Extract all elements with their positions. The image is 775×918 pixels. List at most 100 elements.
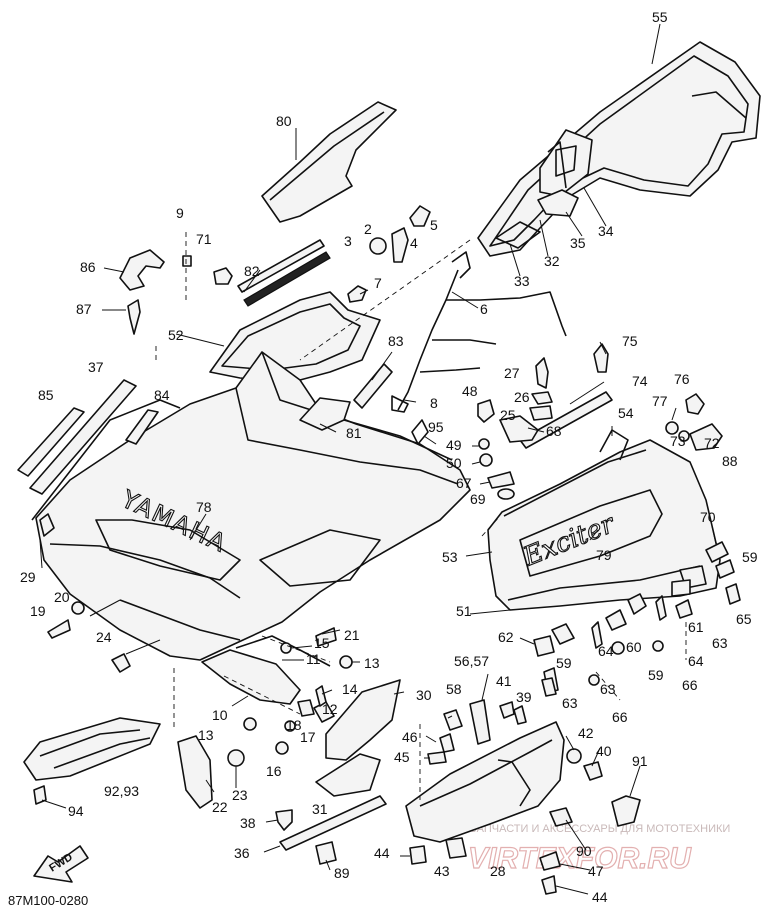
callout-59c: 59: [648, 667, 664, 683]
callout-39: 39: [516, 689, 532, 705]
callout-8: 8: [430, 395, 438, 411]
callout-73: 73: [670, 433, 686, 449]
callout-88: 88: [722, 453, 738, 469]
forward-direction-arrow: FWD: [33, 845, 89, 883]
callout-74: 74: [632, 373, 648, 389]
assembly-guide-lines: [155, 232, 687, 800]
callout-89: 89: [334, 865, 350, 881]
callout-67: 67: [456, 475, 472, 491]
callout-4: 4: [410, 235, 418, 251]
callout-3: 3: [344, 233, 352, 249]
callout-48: 48: [462, 383, 478, 399]
callout-54: 54: [618, 405, 634, 421]
callout-22: 22: [212, 799, 228, 815]
callout-58: 58: [446, 681, 462, 697]
callout-13a: 13: [364, 655, 380, 671]
drawing-code: 87M100-0280: [8, 893, 88, 908]
right-fastener-cluster: [533, 541, 741, 693]
callout-64b: 64: [688, 653, 704, 669]
callout-82: 82: [244, 263, 260, 279]
bracket-83: [353, 363, 393, 409]
callout-68: 68: [546, 423, 562, 439]
callout-85: 85: [38, 387, 54, 403]
callout-32: 32: [544, 253, 560, 269]
callout-2: 2: [364, 221, 372, 237]
callout-55: 55: [652, 9, 668, 25]
callout-80: 80: [276, 113, 292, 129]
callout-45: 45: [394, 749, 410, 765]
callout-91: 91: [632, 753, 648, 769]
callout-38: 38: [240, 815, 256, 831]
callout-16: 16: [266, 763, 282, 779]
watermark-logo: VIRTEXFOR.RU: [468, 842, 692, 875]
callout-72: 72: [704, 435, 720, 451]
callout-42: 42: [578, 725, 594, 741]
callout-94: 94: [68, 803, 84, 819]
callout-53: 53: [442, 549, 458, 565]
callout-92_93: 92,93: [104, 783, 139, 799]
callout-49: 49: [446, 437, 462, 453]
belt-guard-panel: [315, 679, 401, 797]
windshield-brackets: [537, 129, 593, 217]
callout-75: 75: [622, 333, 638, 349]
callout-46: 46: [402, 729, 418, 745]
leader-lines: [39, 23, 717, 895]
callout-28: 28: [490, 863, 506, 879]
callout-44b: 44: [592, 889, 608, 905]
callout-24: 24: [96, 629, 112, 645]
callout-36: 36: [234, 845, 250, 861]
callout-70: 70: [700, 509, 716, 525]
callout-12: 12: [322, 701, 338, 717]
hood-trim-strips: [17, 379, 181, 521]
callout-56_57: 56,57: [454, 653, 489, 669]
callout-50: 50: [446, 455, 462, 471]
callout-43: 43: [434, 863, 450, 879]
tray-part: [23, 717, 161, 805]
callout-7: 7: [374, 275, 382, 291]
callout-40: 40: [596, 743, 612, 759]
top-pad-part: [261, 101, 397, 223]
callout-59b: 59: [556, 655, 572, 671]
callout-35: 35: [570, 235, 586, 251]
callout-60: 60: [626, 639, 642, 655]
callout-64a: 64: [598, 643, 614, 659]
callout-37: 37: [88, 359, 104, 375]
callout-27: 27: [504, 365, 520, 381]
callout-69: 69: [470, 491, 486, 507]
callout-66b: 66: [612, 709, 628, 725]
callout-5: 5: [430, 217, 438, 233]
callout-90: 90: [576, 843, 592, 859]
callout-77: 77: [652, 393, 668, 409]
callout-10: 10: [212, 707, 228, 723]
callout-11: 11: [306, 651, 321, 667]
callout-62: 62: [498, 629, 514, 645]
callout-63a: 63: [712, 635, 728, 651]
watermark-caption: ЗАПЧАСТИ И АКСЕССУАРЫ ДЛЯ МОТОТЕХНИКИ: [470, 823, 730, 835]
upper-small-parts: [119, 205, 431, 335]
callout-21: 21: [344, 627, 360, 643]
cable-assembly: [391, 251, 567, 413]
callout-6: 6: [480, 301, 488, 317]
callout-84: 84: [154, 387, 170, 403]
callout-15: 15: [314, 635, 330, 651]
callout-79: 79: [596, 547, 612, 563]
callout-41: 41: [496, 673, 512, 689]
hood-part: YAMAHA: [35, 351, 471, 661]
callout-78: 78: [196, 499, 212, 515]
callout-59a: 59: [742, 549, 758, 565]
callout-23: 23: [232, 787, 248, 803]
callout-26: 26: [514, 389, 530, 405]
callout-61: 61: [688, 619, 704, 635]
hood-rear-panel: [209, 291, 381, 381]
callout-76: 76: [674, 371, 690, 387]
callout-9: 9: [176, 205, 184, 221]
watermark: VIRTEXFOR.RU ЗАПЧАСТИ И АКСЕССУАРЫ ДЛЯ М…: [467, 823, 730, 876]
callout-17: 17: [300, 729, 316, 745]
callout-83: 83: [388, 333, 404, 349]
callout-51: 51: [456, 603, 472, 619]
callout-13b: 13: [198, 727, 214, 743]
callout-65: 65: [736, 611, 752, 627]
callout-86: 86: [80, 259, 96, 275]
side-cowl-part: Exciter: [487, 429, 721, 611]
